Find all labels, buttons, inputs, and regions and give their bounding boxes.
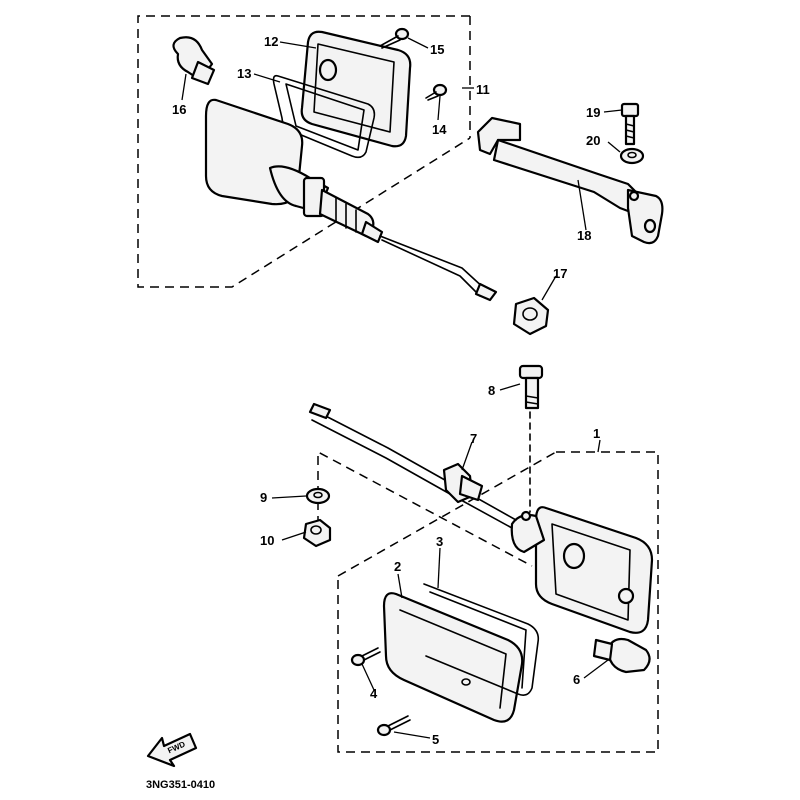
callout-2: 2 — [394, 559, 401, 574]
upper-screw-14 — [425, 83, 448, 101]
upper-wire-lead — [379, 235, 487, 297]
lower-lens — [382, 592, 524, 723]
bolt-19 — [620, 102, 640, 146]
callout-16: 16 — [172, 102, 186, 117]
lower-assembly-boundary-edge — [337, 451, 557, 577]
nut-17 — [512, 296, 550, 336]
screw-4 — [350, 647, 381, 667]
upper-lens-cover — [300, 30, 412, 148]
bolt-8 — [518, 364, 544, 513]
callout-14: 14 — [432, 122, 447, 137]
callout-20: 20 — [586, 133, 600, 148]
nut-10 — [302, 518, 332, 548]
lower-signal-housing — [510, 506, 654, 634]
lower-assembly-boundary — [337, 451, 659, 753]
upper-turn-signal-assembly — [137, 15, 498, 302]
lower-wire-lead — [311, 409, 517, 529]
lower-wire-connector — [308, 402, 332, 420]
callout-1: 1 — [593, 426, 600, 441]
upper-signal-housing — [204, 98, 384, 244]
callout-6: 6 — [573, 672, 580, 687]
callout-8: 8 — [488, 383, 495, 398]
callout-11: 11 — [476, 82, 490, 97]
lower-turn-signal-assembly — [308, 402, 659, 753]
upper-assembly-boundary — [137, 15, 471, 288]
washer-9 — [305, 487, 331, 505]
callout-4: 4 — [370, 686, 378, 701]
lower-bulb — [592, 637, 651, 674]
lower-gasket — [423, 583, 540, 696]
forward-arrow-icon: FWD — [146, 732, 198, 768]
callout-18: 18 — [577, 228, 591, 243]
callout-13: 13 — [237, 66, 251, 81]
leader-lines — [181, 37, 623, 739]
callout-9: 9 — [260, 490, 267, 505]
callout-12: 12 — [264, 34, 278, 49]
diagram-code: 3NG351-0410 — [146, 779, 215, 791]
grommet-7 — [442, 462, 484, 504]
callout-17: 17 — [553, 266, 567, 281]
screw-5 — [376, 715, 411, 737]
upper-screw-15 — [379, 27, 410, 49]
callout-15: 15 — [430, 42, 444, 57]
stay-bracket — [476, 116, 664, 245]
callout-7: 7 — [470, 431, 477, 446]
upper-wire-connector — [474, 282, 498, 302]
washer-20 — [619, 147, 645, 165]
callout-10: 10 — [260, 533, 274, 548]
callout-3: 3 — [436, 534, 443, 549]
callout-19: 19 — [586, 105, 600, 120]
callout-labels: 1 2 3 4 5 6 7 8 9 10 11 12 13 14 15 16 1… — [172, 34, 600, 747]
callout-5: 5 — [432, 732, 439, 747]
upper-bulb — [172, 36, 216, 86]
